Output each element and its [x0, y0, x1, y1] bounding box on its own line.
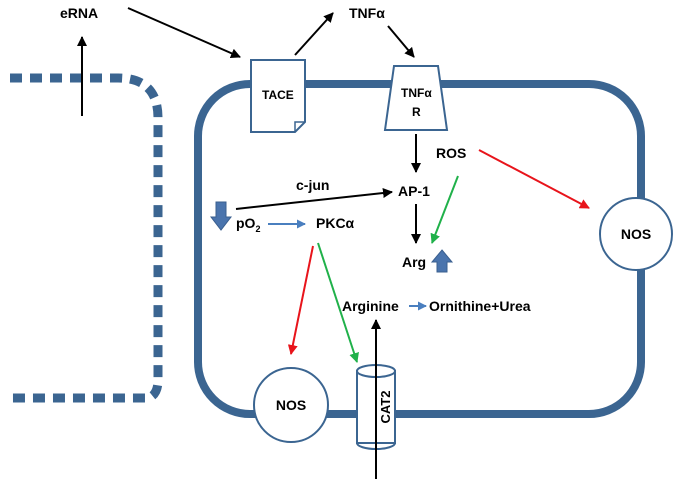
tnfa-label: TNFα	[349, 5, 385, 21]
arginine-label: Arginine	[342, 298, 399, 314]
tnfa-receptor-shape	[383, 65, 449, 131]
tace-shape	[250, 59, 306, 133]
c-jun-label: c-jun	[296, 177, 329, 193]
ap1-label: AP-1	[398, 183, 430, 199]
c-jun-arrow	[235, 188, 393, 210]
tace-to-tnfa-arrow	[294, 12, 334, 56]
tnfa-receptor-label-bottom: R	[412, 105, 421, 119]
pkca-to-nos-red-arrow	[287, 245, 314, 355]
po2-label: pO2	[236, 215, 260, 234]
erna-label: eRNA	[60, 5, 98, 21]
tace-fold	[294, 121, 305, 132]
arg-label: Arg	[402, 254, 426, 270]
nos-right-circle	[599, 197, 673, 271]
nos-bottom-circle	[253, 367, 329, 443]
neighbor-cell-outline	[10, 73, 163, 403]
ornithine-urea-label: Ornithine+Urea	[429, 298, 531, 314]
po2-subscript: 2	[255, 224, 260, 234]
ros-to-arg-green-arrow	[430, 175, 459, 244]
pkca-to-cat2-green-arrow	[317, 242, 359, 363]
ros-label: ROS	[436, 145, 466, 161]
tnfa-receptor-label-top: TNFα	[401, 86, 432, 100]
cell-membrane	[194, 80, 645, 418]
pkca-label: PKCα	[316, 215, 355, 231]
nos-right-label: NOS	[621, 226, 651, 242]
tnfa-to-receptor-arrow	[387, 25, 415, 58]
po2-down-block-arrow	[209, 201, 233, 231]
arg-up-block-arrow	[430, 249, 454, 273]
cat2-label: CAT2	[378, 391, 393, 424]
erna-to-tace-arrow	[127, 7, 241, 58]
tace-label: TACE	[262, 88, 294, 102]
ros-to-nos-red-arrow	[478, 149, 590, 209]
nos-bottom-label: NOS	[276, 397, 306, 413]
